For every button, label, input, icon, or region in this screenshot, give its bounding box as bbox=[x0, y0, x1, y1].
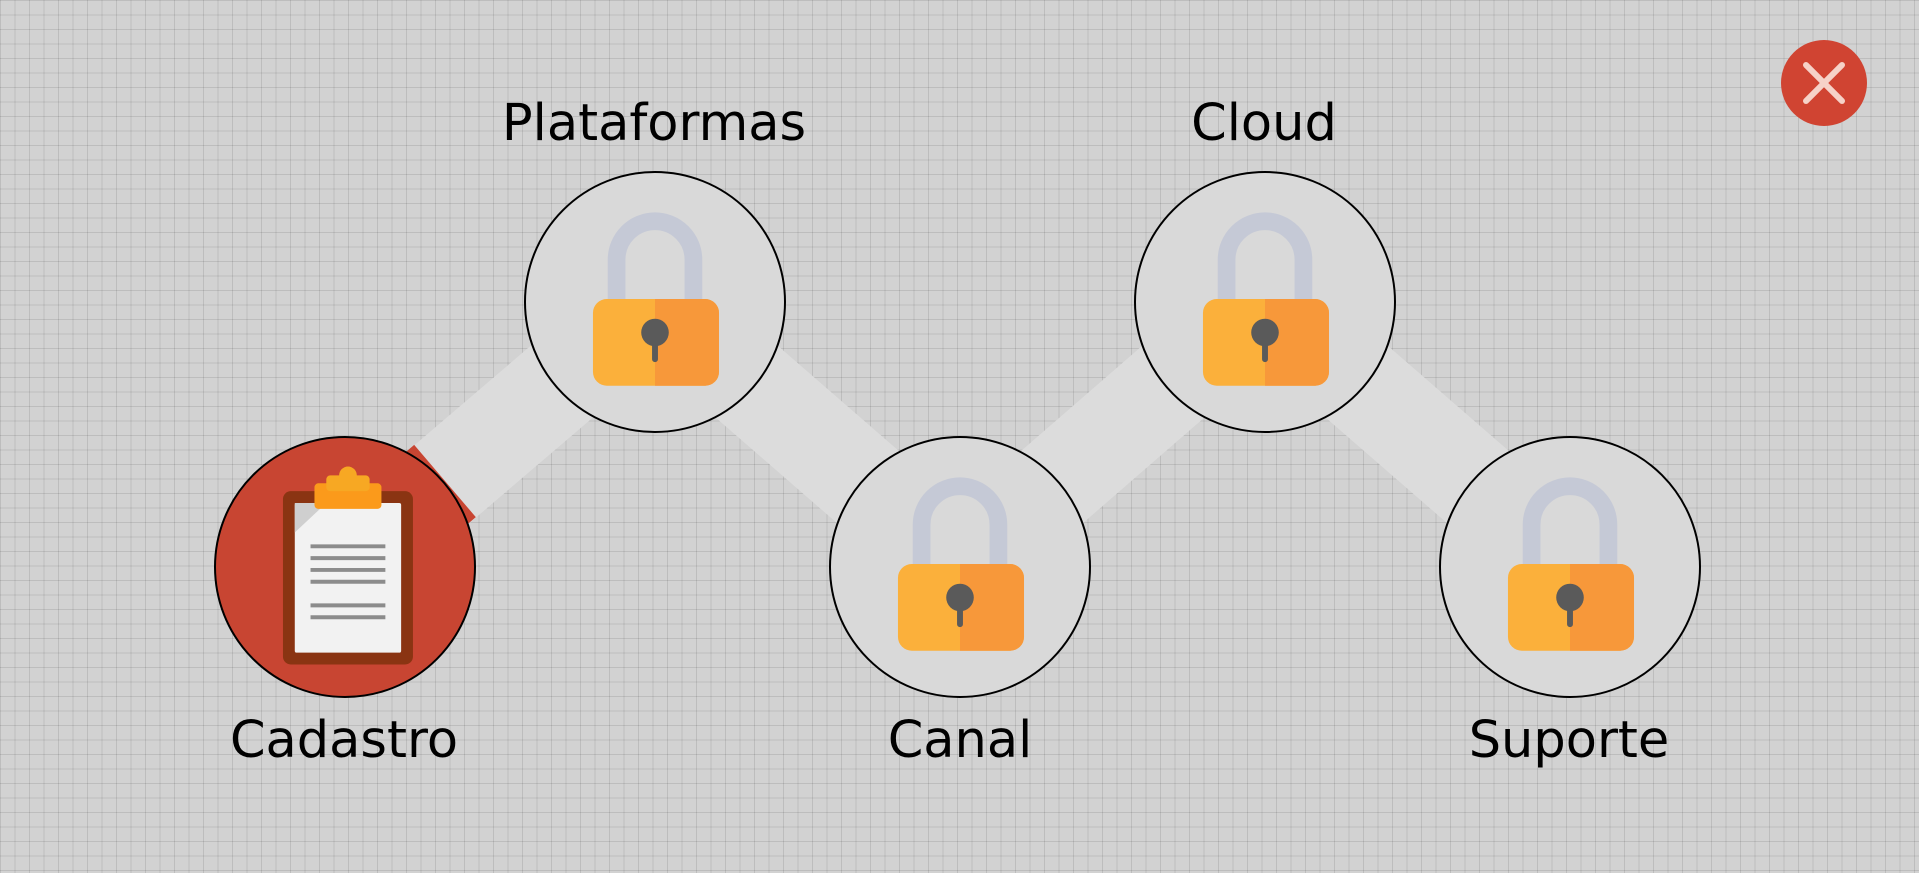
close-icon bbox=[1803, 62, 1845, 104]
node-label-plataformas: Plataformas bbox=[501, 94, 807, 153]
node-label-canal: Canal bbox=[887, 711, 1033, 770]
node-plataformas[interactable] bbox=[524, 171, 786, 433]
padlock-icon bbox=[1202, 212, 1330, 386]
node-label-cadastro: Cadastro bbox=[229, 711, 459, 770]
node-label-suporte: Suporte bbox=[1468, 711, 1670, 770]
padlock-icon bbox=[592, 212, 720, 386]
padlock-icon bbox=[1507, 477, 1635, 651]
padlock-icon bbox=[897, 477, 1025, 651]
node-cadastro[interactable] bbox=[214, 436, 476, 698]
clipboard-icon bbox=[282, 466, 413, 665]
node-suporte[interactable] bbox=[1439, 436, 1701, 698]
node-cloud[interactable] bbox=[1134, 171, 1396, 433]
node-label-cloud: Cloud bbox=[1191, 94, 1337, 153]
node-canal[interactable] bbox=[829, 436, 1091, 698]
close-button[interactable] bbox=[1781, 40, 1867, 126]
